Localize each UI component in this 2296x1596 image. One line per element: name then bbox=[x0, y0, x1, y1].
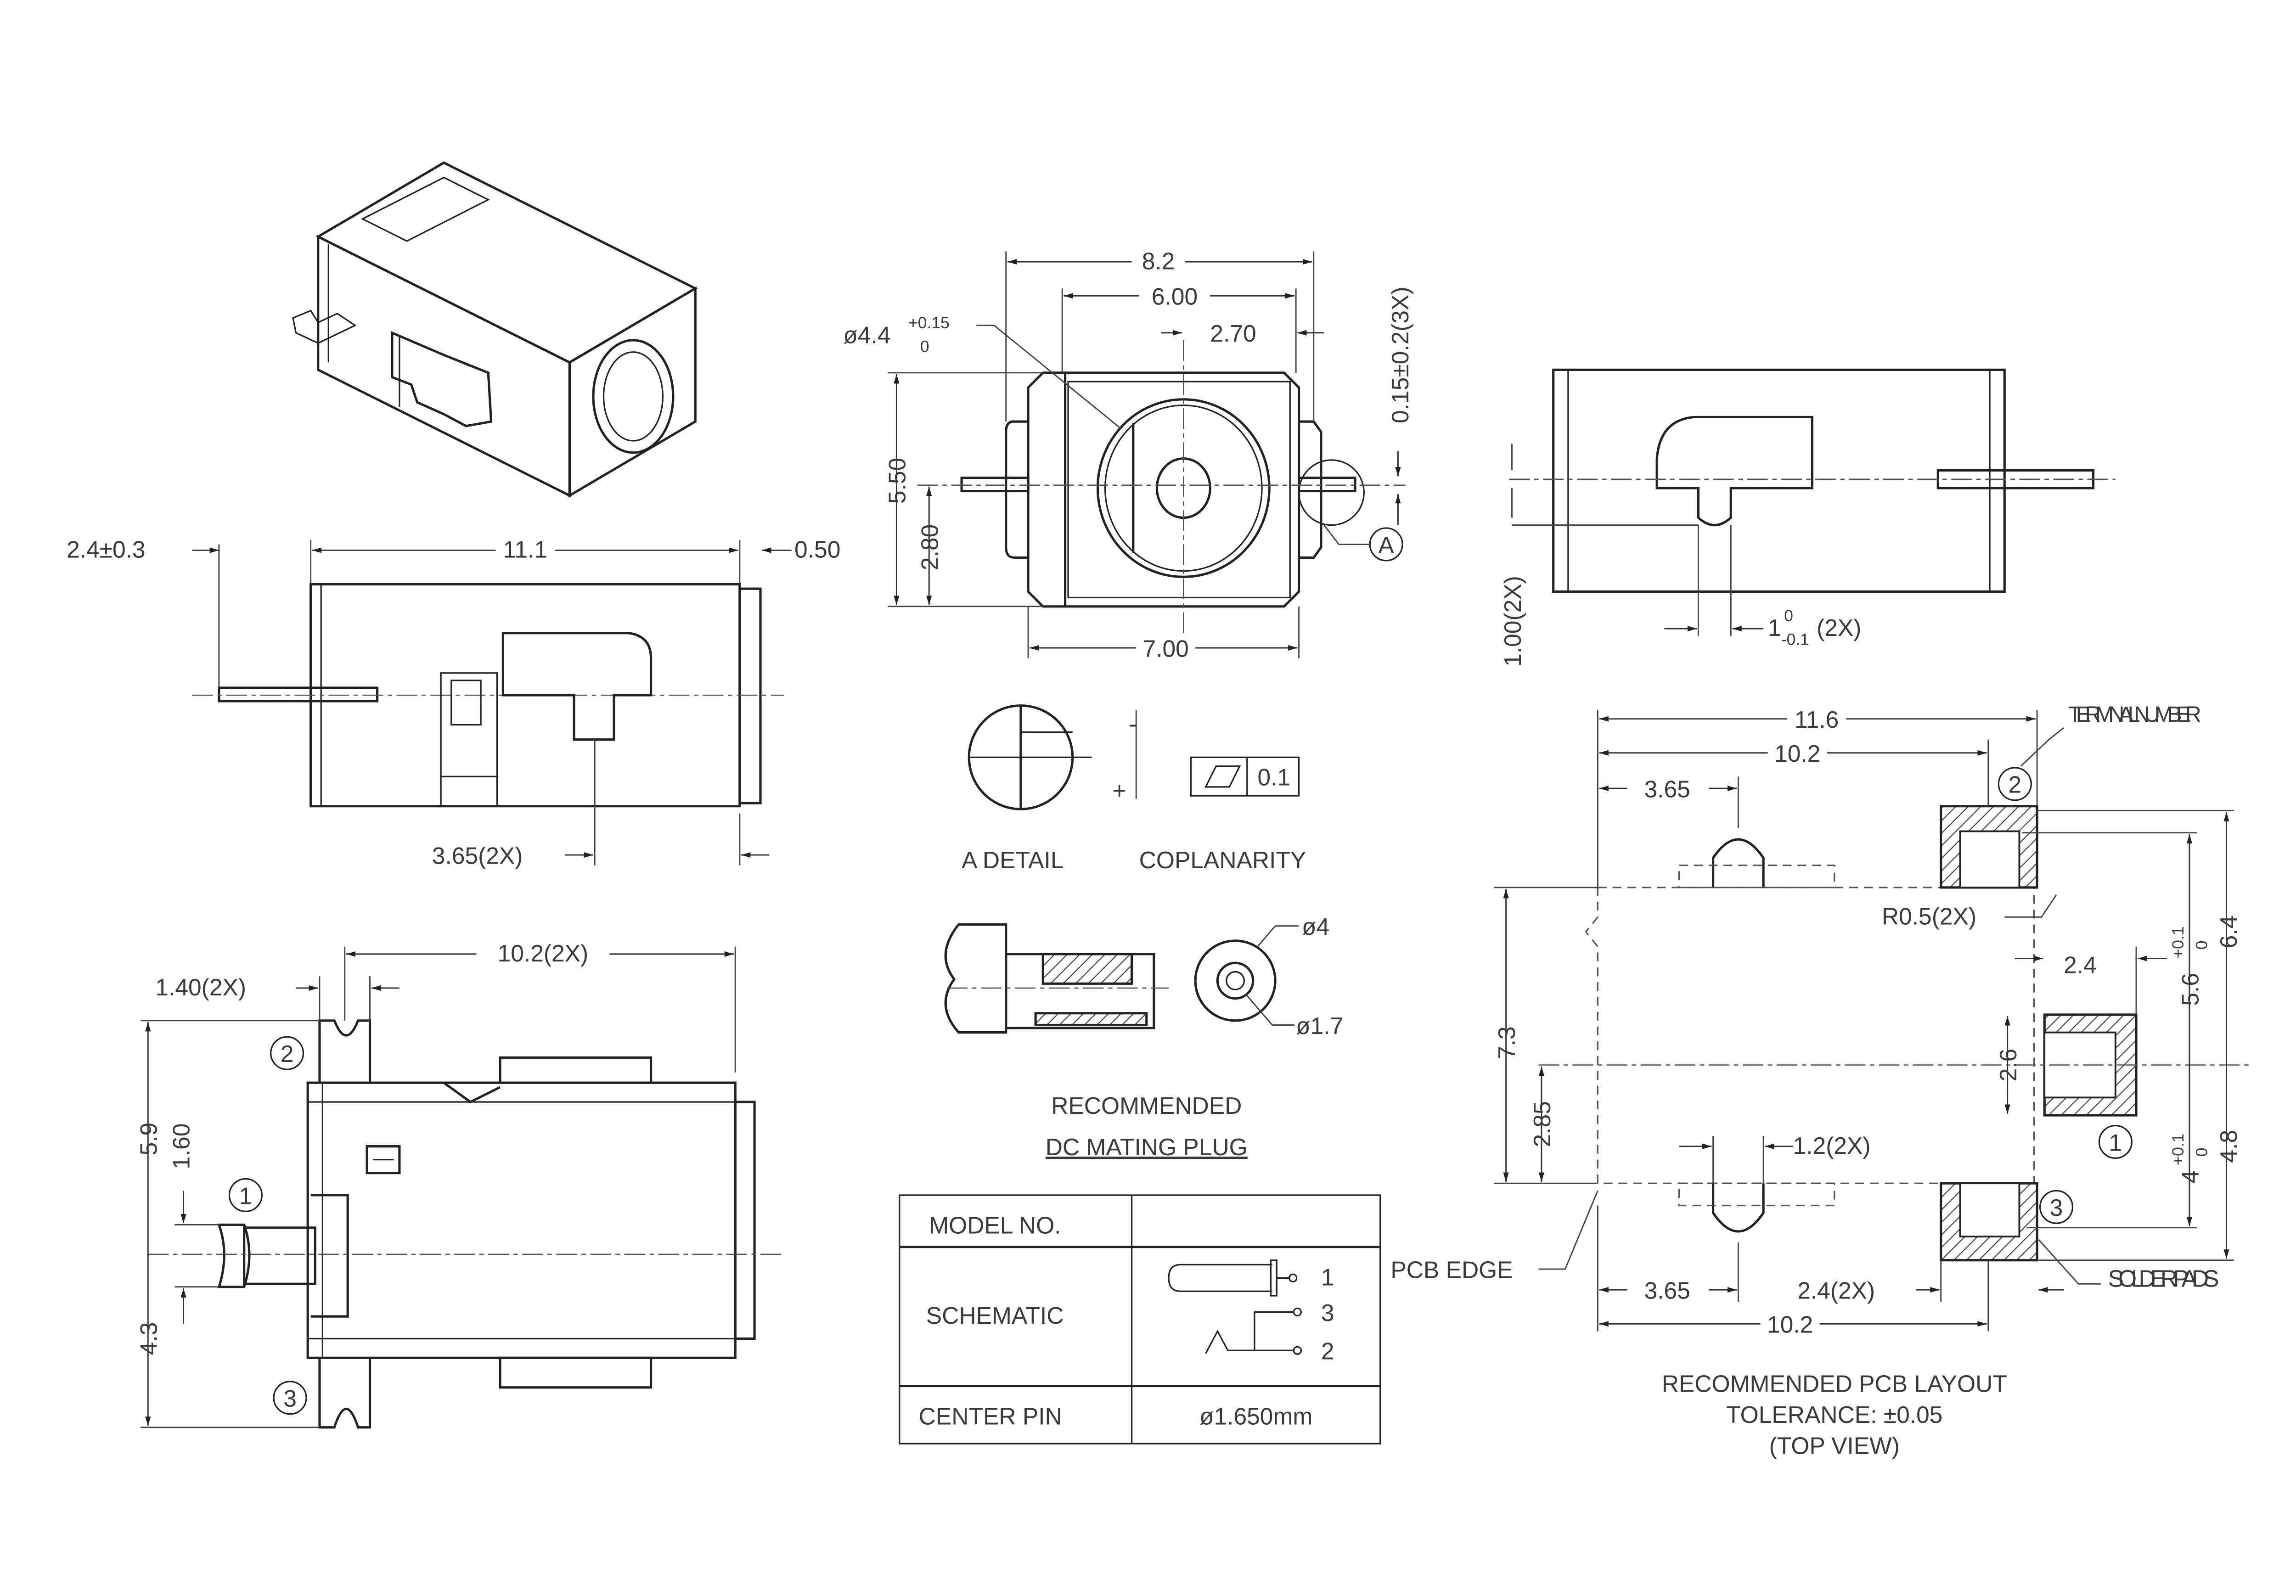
pcb-edge-label: PCB EDGE bbox=[1390, 1256, 1513, 1283]
spec-table: MODEL NO. SCHEMATIC CENTER PIN ø1.650mm … bbox=[899, 1194, 1381, 1444]
dim-tab-count: (2X) bbox=[1817, 614, 1861, 641]
dim-tab-tol-lower: -0.1 bbox=[1781, 630, 1809, 649]
dim-pcb-5-6-lower: 0 bbox=[2193, 941, 2211, 950]
dim-body-width: 7.00 bbox=[1143, 635, 1189, 662]
dim-pin-height: 1.60 bbox=[168, 1124, 194, 1169]
coplanarity-minus: - bbox=[1129, 711, 1137, 737]
dim-height-top: 5.9 bbox=[135, 1123, 162, 1156]
schematic-pin-3: 3 bbox=[1321, 1299, 1334, 1326]
pin-3-label: 3 bbox=[283, 1385, 297, 1412]
dim-hole-tol-upper: +0.15 bbox=[908, 314, 950, 332]
bottom-view: 2 1 3 10.2(2X) 1.40(2X) 5.9 4.3 1.60 bbox=[135, 939, 784, 1429]
dim-pcb-pad-width: 2.4(2X) bbox=[1797, 1277, 1875, 1304]
terminal-number-label-1: TERMINAL NUMBER bbox=[2068, 702, 2201, 727]
dim-pcb-overall-width: 11.6 bbox=[1795, 706, 1839, 733]
table-value-center-pin: ø1.650mm bbox=[1199, 1403, 1312, 1429]
pcb-layout: 2 1 3 11.6 10.2 3.65 TERMINAL NUMBER R0.… bbox=[1390, 702, 2249, 1459]
rear-view: 1.00(2X) 1 0 -0.1 (2X) bbox=[1499, 368, 2116, 667]
side-view: 11.1 2.4±0.3 0.50 3.65(2X) bbox=[67, 535, 840, 869]
dim-pcb-slot-width: 1.2(2X) bbox=[1793, 1132, 1871, 1159]
dim-height: 5.50 bbox=[884, 458, 911, 504]
dim-inner-width: 6.00 bbox=[1152, 283, 1198, 310]
pin-1-label: 1 bbox=[239, 1182, 253, 1209]
detail-a: - + 0.1 A DETAIL COPLANARITY bbox=[962, 704, 1306, 873]
dim-pcb-4-upper: +0.1 bbox=[2169, 1134, 2187, 1166]
dim-tab-width: 1 bbox=[1768, 614, 1781, 641]
dim-pcb-5-6: 5.6 bbox=[2177, 973, 2203, 1006]
detail-a-callout: A bbox=[1378, 532, 1394, 558]
dim-pcb-pad-pitch-top: 10.2 bbox=[1774, 740, 1820, 767]
dim-pcb-pad-pitch-bottom: 10.2 bbox=[1767, 1311, 1813, 1338]
pcb-title-line2: TOLERANCE: ±0.05 bbox=[1726, 1401, 1942, 1428]
front-view: A 8.2 6.00 2.70 5.50 2.80 7.00 0.15±0.2(… bbox=[843, 247, 1413, 662]
dim-cap: 0.50 bbox=[794, 536, 840, 563]
coplanarity-label: COPLANARITY bbox=[1139, 847, 1306, 873]
dim-pcb-7-3: 7.3 bbox=[1493, 1026, 1520, 1059]
dim-pcb-4-8: 4.8 bbox=[2215, 1130, 2242, 1163]
detail-a-label: A DETAIL bbox=[962, 847, 1064, 873]
plug-title-line2: DC MATING PLUG bbox=[1046, 1134, 1248, 1160]
dim-pcb-pad1-width: 2.4 bbox=[2064, 952, 2097, 978]
dim-pcb-4: 4 bbox=[2177, 1170, 2203, 1184]
dim-pin-length: 2.4±0.3 bbox=[67, 536, 146, 563]
table-label-center-pin: CENTER PIN bbox=[919, 1403, 1062, 1429]
table-label-schematic: SCHEMATIC bbox=[926, 1302, 1064, 1329]
dim-hole-tol-lower: 0 bbox=[920, 337, 929, 356]
dim-pcb-radius: R0.5(2X) bbox=[1882, 903, 1976, 929]
dim-pcb-5-6-upper: +0.1 bbox=[2169, 927, 2187, 959]
solder-pads-label: SOLDER PADS bbox=[2108, 1265, 2219, 1292]
pcb-title-line3: (TOP VIEW) bbox=[1769, 1433, 1900, 1459]
dim-pcb-slot-top: 3.65 bbox=[1644, 776, 1690, 802]
mating-plug: ø4 ø1.7 RECOMMENDED DC MATING PLUG bbox=[944, 913, 1343, 1160]
coplanarity-plus: + bbox=[1113, 777, 1126, 804]
dim-pcb-4-lower: 0 bbox=[2193, 1148, 2211, 1157]
coplanarity-tolerance: 0.1 bbox=[1257, 764, 1290, 791]
pin-2-label: 2 bbox=[281, 1040, 294, 1067]
table-label-model: MODEL NO. bbox=[929, 1212, 1061, 1239]
pcb-pin-3: 3 bbox=[2050, 1194, 2063, 1221]
schematic-symbol: 1 3 2 bbox=[1168, 1259, 1334, 1365]
schematic-pin-1: 1 bbox=[1321, 1264, 1334, 1290]
dim-center-height: 2.80 bbox=[917, 524, 943, 570]
pcb-title-line1: RECOMMENDED PCB LAYOUT bbox=[1662, 1370, 2007, 1397]
dim-pcb-slot-bottom: 3.65 bbox=[1644, 1277, 1690, 1304]
plug-title-line1: RECOMMENDED bbox=[1051, 1092, 1242, 1119]
dim-pin-tolerance: 0.15±0.2(3X) bbox=[1387, 287, 1413, 423]
dim-terminal-pitch: 10.2(2X) bbox=[498, 940, 589, 967]
pcb-pin-1: 1 bbox=[2109, 1129, 2122, 1156]
plug-inner-diameter: ø1.7 bbox=[1296, 1012, 1343, 1039]
dim-height-bottom: 4.3 bbox=[135, 1322, 162, 1355]
dim-pcb-2-85: 2.85 bbox=[1529, 1101, 1555, 1147]
dim-hole-diameter: ø4.4 bbox=[843, 321, 890, 348]
dim-tab-position: 3.65(2X) bbox=[432, 842, 523, 869]
isometric-view bbox=[292, 161, 698, 498]
dim-pin-width: 1.00(2X) bbox=[1499, 576, 1526, 667]
dim-offset: 2.70 bbox=[1210, 320, 1256, 347]
schematic-pin-2: 2 bbox=[1321, 1338, 1334, 1365]
dim-tab-tol-upper: 0 bbox=[1784, 607, 1793, 625]
dim-pcb-pad1-height: 2.6 bbox=[1995, 1049, 2021, 1082]
plug-outer-diameter: ø4 bbox=[1302, 913, 1329, 940]
pcb-pin-2: 2 bbox=[2008, 771, 2021, 798]
dim-overall-width: 8.2 bbox=[1142, 247, 1175, 274]
dim-body-length: 11.1 bbox=[503, 536, 547, 563]
dim-pcb-6-4: 6.4 bbox=[2215, 916, 2242, 949]
dim-terminal-width: 1.40(2X) bbox=[155, 974, 246, 1000]
